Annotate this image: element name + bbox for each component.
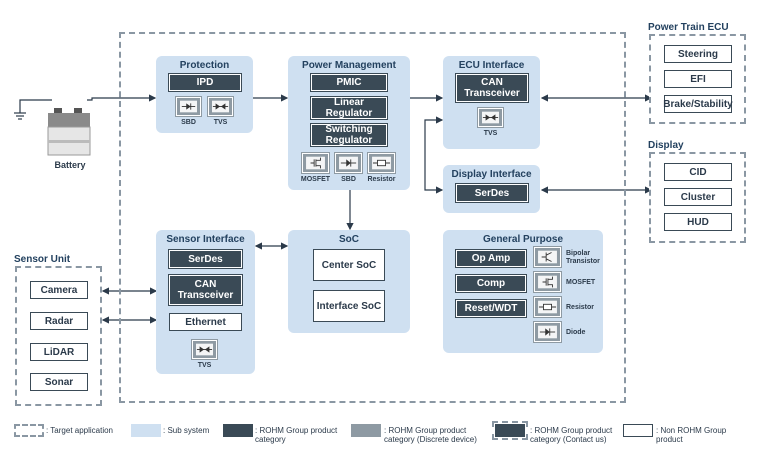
- sonar-box[interactable]: Sonar: [30, 373, 88, 391]
- camera-box[interactable]: Camera: [30, 281, 88, 299]
- legend-contact-text: : ROHM Group product category (Contact u…: [530, 426, 613, 444]
- legend-non-rohm-text: : Non ROHM Group product: [656, 426, 727, 444]
- serdes-box[interactable]: SerDes: [168, 249, 243, 269]
- bipolar-transistor-icon: [533, 246, 562, 268]
- tvs-diode-icon: [191, 339, 218, 360]
- legend-rohm-text: : ROHM Group product category: [255, 426, 338, 444]
- power-management-subsystem: Power Management PMIC Linear Regulator S…: [288, 56, 410, 190]
- mosfet-label: MOSFET: [566, 279, 596, 286]
- interface-soc-box[interactable]: Interface SoC: [313, 290, 385, 322]
- ecu-interface-title: ECU Interface: [458, 60, 525, 71]
- legend-rohm-swatch: [223, 424, 253, 437]
- serdes-box[interactable]: SerDes: [455, 183, 529, 203]
- protection-title: Protection: [179, 60, 230, 71]
- target-application-frame: [119, 32, 626, 403]
- legend-discrete-text: : ROHM Group product category (Discrete …: [384, 426, 477, 444]
- sbd-diode-icon: [175, 96, 202, 117]
- brake-stability-box[interactable]: Brake/Stability: [663, 95, 733, 113]
- tvs-diode-icon: [207, 96, 234, 117]
- mosfet-icon: [301, 152, 330, 174]
- legend-subsystem-swatch: [131, 424, 161, 437]
- tvs-label: TVS: [197, 362, 212, 369]
- mosfet-icon: [533, 271, 562, 293]
- radar-box[interactable]: Radar: [30, 312, 88, 330]
- display-interface-subsystem: Display Interface SerDes: [443, 165, 540, 213]
- ecu-interface-subsystem: ECU Interface CAN Transceiver TVS: [443, 56, 540, 149]
- display-frame: CID Cluster HUD: [649, 152, 746, 243]
- cluster-box[interactable]: Cluster: [664, 188, 732, 206]
- center-soc-box[interactable]: Center SoC: [313, 249, 385, 281]
- comp-box[interactable]: Comp: [455, 274, 527, 293]
- ipd-box[interactable]: IPD: [168, 73, 242, 92]
- protection-subsystem: Protection IPD SBD TVS: [156, 56, 253, 133]
- bipolar-transistor-label: Bipolar Transistor: [566, 250, 600, 265]
- diode-icon: [533, 321, 562, 343]
- sensor-unit-title: Sensor Unit: [14, 254, 71, 265]
- battery-to-protection-arrow: [87, 94, 157, 102]
- legend-subsystem-text: : Sub system: [163, 426, 210, 435]
- sbd-label: SBD: [341, 176, 356, 183]
- steering-box[interactable]: Steering: [664, 45, 732, 63]
- tvs-label: TVS: [483, 130, 498, 137]
- soc-title: SoC: [339, 234, 359, 245]
- tvs-diode-icon: [477, 107, 504, 128]
- linear-regulator-box[interactable]: Linear Regulator: [310, 96, 388, 120]
- display-interface-title: Display Interface: [451, 169, 532, 180]
- ethernet-box[interactable]: Ethernet: [169, 313, 242, 331]
- efi-box[interactable]: EFI: [664, 70, 732, 88]
- legend-target-swatch: [14, 424, 44, 437]
- can-transceiver-box[interactable]: CAN Transceiver: [455, 73, 529, 103]
- reset-wdt-box[interactable]: Reset/WDT: [455, 299, 527, 318]
- pmic-box[interactable]: PMIC: [310, 73, 388, 92]
- sbd-label: SBD: [181, 119, 196, 126]
- sensor-interface-subsystem: Sensor Interface SerDes CAN Transceiver …: [156, 230, 255, 374]
- can-transceiver-box[interactable]: CAN Transceiver: [168, 274, 243, 306]
- sbd-diode-icon: [334, 152, 363, 174]
- power-train-ecu-title: Power Train ECU: [648, 22, 729, 33]
- tvs-label: TVS: [213, 119, 228, 126]
- power-management-title: Power Management: [302, 60, 396, 71]
- cid-box[interactable]: CID: [664, 163, 732, 181]
- resistor-label: Resistor: [566, 304, 595, 311]
- ground-wire: [19, 99, 52, 113]
- sensor-unit-frame: Camera Radar LiDAR Sonar: [15, 266, 102, 406]
- mosfet-label: MOSFET: [300, 176, 331, 183]
- legend-contact-swatch: [492, 421, 528, 440]
- battery-label: Battery: [54, 160, 86, 170]
- sensor-interface-title: Sensor Interface: [166, 234, 245, 245]
- general-purpose-title: General Purpose: [482, 234, 564, 245]
- legend-target-text: : Target application: [46, 426, 114, 435]
- battery-icon: [46, 108, 92, 156]
- soc-subsystem: SoC Center SoC Interface SoC: [288, 230, 410, 333]
- lidar-box[interactable]: LiDAR: [30, 343, 88, 361]
- display-title: Display: [648, 140, 684, 151]
- resistor-label: Resistor: [367, 176, 396, 183]
- hud-box[interactable]: HUD: [664, 213, 732, 231]
- general-purpose-subsystem: General Purpose Op Amp Comp Reset/WDT Bi…: [443, 230, 603, 353]
- legend-discrete-swatch: [351, 424, 381, 437]
- resistor-icon: [533, 296, 562, 318]
- power-train-ecu-frame: Steering EFI Brake/Stability: [649, 34, 746, 124]
- op-amp-box[interactable]: Op Amp: [455, 249, 527, 268]
- switching-regulator-box[interactable]: Switching Regulator: [310, 123, 388, 147]
- legend-non-rohm-swatch: [623, 424, 653, 437]
- diode-label: Diode: [566, 329, 586, 336]
- resistor-icon: [367, 152, 396, 174]
